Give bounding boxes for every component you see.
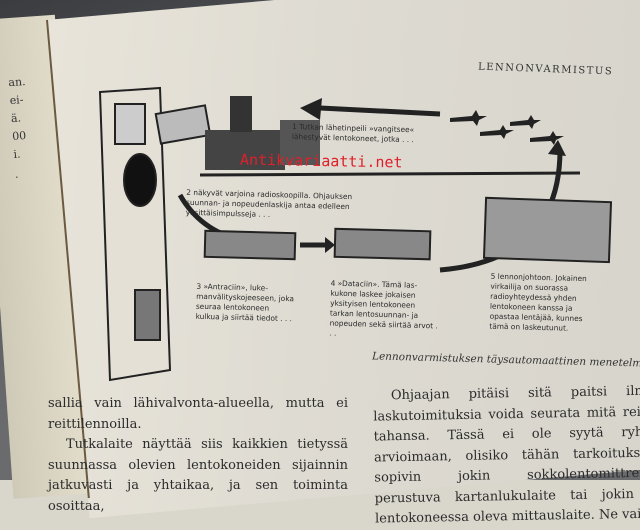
airplane-icon [450,110,487,126]
figure-step-2: 2 näkyvät varjoina radioskoopilla. Ohjau… [185,187,353,219]
controllers-illustration [482,196,613,264]
arrowhead-icon [548,140,566,156]
body-column-left: sallia vain lähivalvonta-alueella, mutta… [48,394,348,517]
figure-step-1: 1 Tutkan lähetinpeili »vangitsee« lähest… [291,122,415,145]
airplane-icon [480,125,514,139]
airplane-icon [530,131,564,145]
airplane-icons [450,110,564,145]
arrow-step-1 [319,105,441,117]
arrowhead-icon [300,98,322,120]
body-column-right: Ohjaajan pitäisi sitä paitsi ilman lasku… [373,381,640,530]
control-console-illustration [98,86,212,382]
paragraph: sallia vain lähivalvonta-alueella, mutta… [48,396,348,432]
paragraph: Tutkalaite näyttää siis kaikkien tietyss… [48,437,348,514]
antrac-unit-illustration [203,229,297,261]
figure-step-3: 3 »Antraciin», luke­manvälityskojeeseen,… [195,281,295,324]
paragraph: Ohjaajan pitäisi sitä paitsi ilman lasku… [373,383,640,527]
airplane-icon [510,115,541,129]
figure-illustration [98,86,613,382]
datac-unit-illustration [333,227,432,261]
arrowhead-icon [325,237,335,253]
figure-step-4: 4 »Dataciin». Tämä las­kukone laskee jok… [329,278,438,338]
figure-step-5: 5 lennonjohtoon. Jokai­nen virkailija on… [489,271,587,333]
watermark: Antikvariaatti.net [239,150,403,172]
radar-station-illustration [199,96,581,177]
